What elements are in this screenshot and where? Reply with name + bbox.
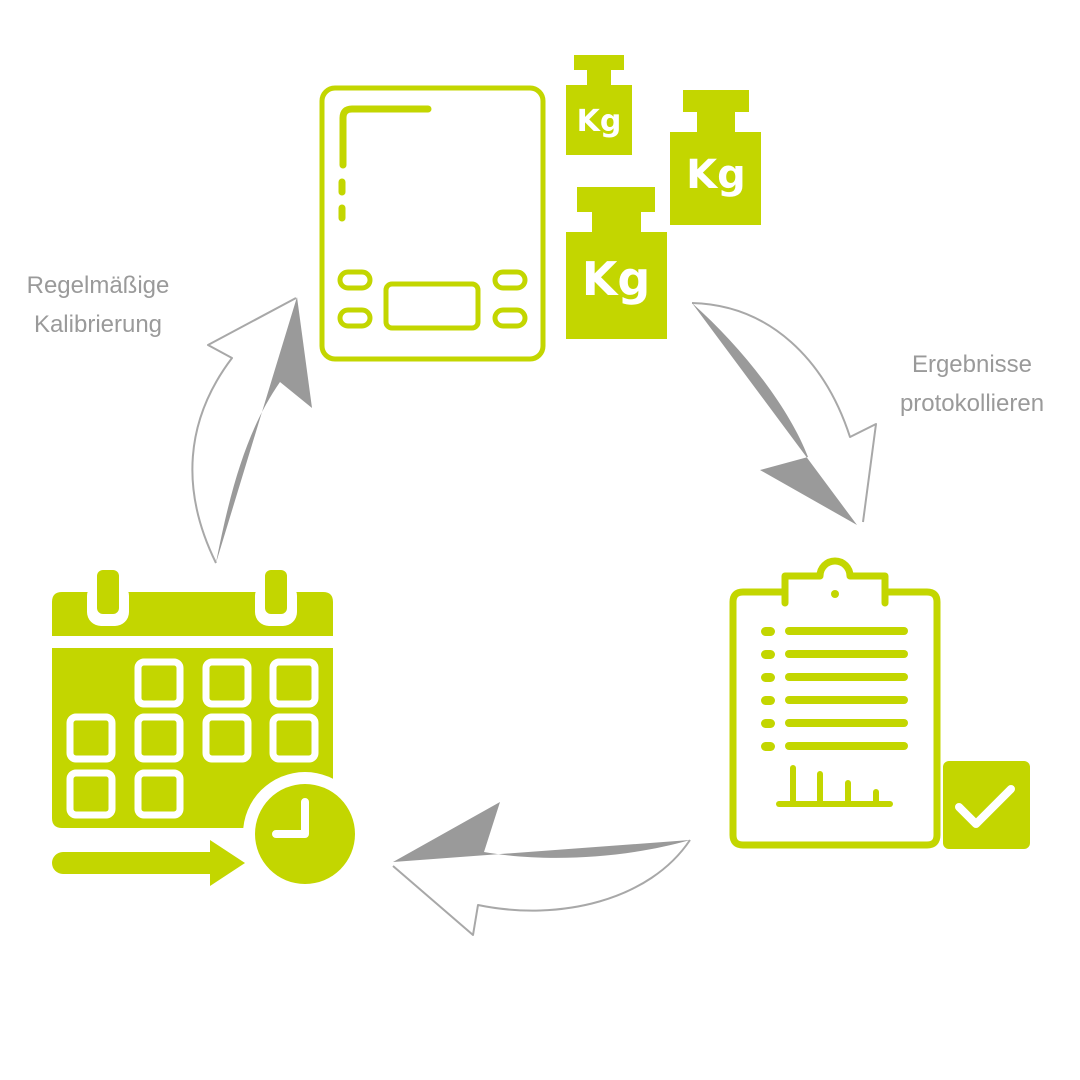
- kg-weight-icon-large: Kg: [566, 187, 667, 339]
- checkmark-icon: [943, 761, 1030, 849]
- clipboard-report-icon: [729, 557, 941, 849]
- arrow-right-icon: [52, 840, 245, 886]
- label-log-results-line1: Ergebnisse: [911, 351, 1033, 378]
- kg-weight-icon-medium: Kg: [670, 90, 761, 225]
- label-regular-calibration-line1: Regelmäßige: [26, 272, 170, 299]
- label-log-results: Ergebnisse protokollieren: [872, 345, 1072, 423]
- label-regular-calibration-line2: Kalibrierung: [33, 311, 163, 338]
- kg-weight-icon-small: Kg: [566, 55, 632, 155]
- weight-label-medium: Kg: [686, 152, 746, 198]
- calendar-icon: [52, 570, 333, 886]
- clock-icon: [243, 772, 367, 896]
- calendar-date-grid: [66, 658, 319, 819]
- clipboard-list-lines: [761, 627, 908, 751]
- cycle-arrow-calendar-to-scale: [191, 297, 312, 564]
- weight-label-large: Kg: [582, 252, 651, 306]
- kitchen-scale-icon: [319, 85, 546, 362]
- clipboard-bar-chart-icon: [776, 765, 893, 807]
- label-log-results-line2: protokollieren: [899, 390, 1045, 417]
- cycle-arrow-clipboard-to-calendar: [392, 802, 691, 936]
- cycle-arrow-scale-to-clipboard: [691, 302, 877, 525]
- weight-label-small: Kg: [577, 104, 622, 139]
- label-regular-calibration: Regelmäßige Kalibrierung: [8, 266, 188, 344]
